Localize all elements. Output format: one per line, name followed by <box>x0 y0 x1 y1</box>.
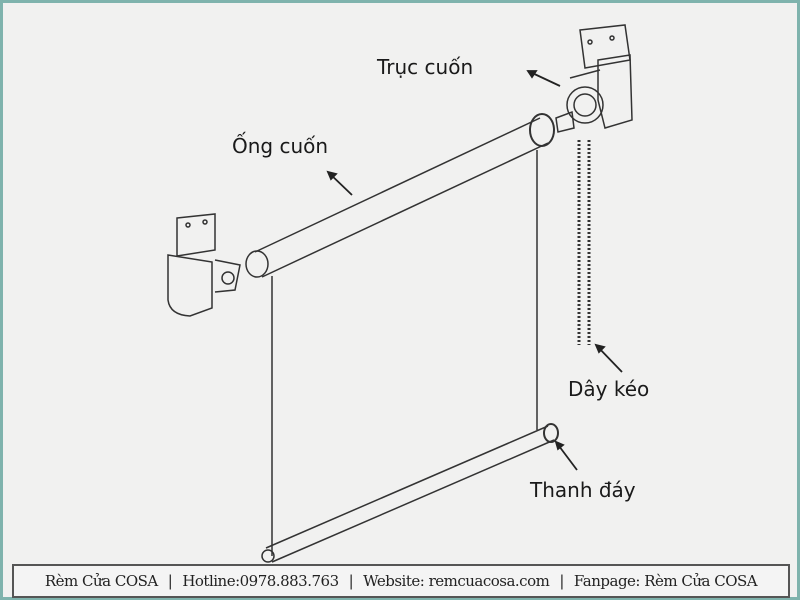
pull-chain <box>577 140 591 345</box>
label-ong-cuon: Ống cuốn <box>232 134 329 158</box>
label-day-keo: Dây kéo <box>568 377 650 401</box>
label-thanh-day: Thanh đáy <box>530 478 636 502</box>
label-arrows <box>326 70 623 471</box>
footer-separator: | <box>559 572 564 590</box>
footer-fanpage: Fanpage: Rèm Cửa COSA <box>573 572 758 590</box>
fabric-panel <box>271 150 538 556</box>
footer-separator: | <box>167 572 173 590</box>
bottom-bar <box>261 423 559 563</box>
right-bracket-mechanism <box>555 24 633 133</box>
footer-hotline: Hotline:0978.883.763 <box>182 572 339 590</box>
footer-separator: | <box>348 572 354 590</box>
footer-banner: Rèm Cửa COSA | Hotline:0978.883.763 | We… <box>12 564 790 598</box>
label-truc-cuon: Trục cuốn <box>377 55 474 79</box>
footer-brand: Rèm Cửa COSA <box>44 572 158 590</box>
footer-website: Website: remcuacosa.com <box>363 572 550 590</box>
left-bracket <box>167 213 241 317</box>
roller-tube <box>245 113 555 278</box>
